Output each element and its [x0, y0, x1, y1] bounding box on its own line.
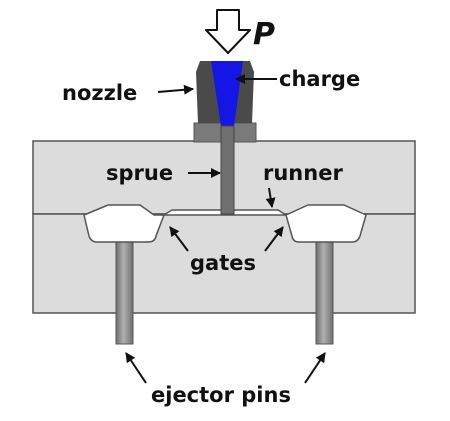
cavity-left [83, 204, 166, 243]
nozzle-leader-arrow [157, 84, 194, 95]
charge-label: charge [279, 67, 360, 91]
gates-right-leader-arrow [264, 226, 284, 252]
ejector-pin-right [315, 236, 334, 345]
runner-label: runner [263, 161, 343, 185]
sprue-channel [220, 125, 235, 215]
ejector-pins-label: ejector pins [151, 383, 291, 407]
gates-label: gates [190, 251, 256, 275]
force-label: P [253, 17, 275, 52]
nozzle-label: nozzle [62, 81, 137, 105]
ejector-pin-left [115, 236, 134, 345]
cavity-right [285, 204, 367, 243]
sprue-label: sprue [106, 161, 173, 185]
ejector-pin-right-leader-arrow [304, 352, 326, 384]
ejector-pin-left-leader-arrow [125, 352, 147, 384]
runner-leader-arrow [265, 187, 276, 208]
gates-left-leader-arrow [169, 226, 189, 252]
force-arrow [205, 9, 251, 54]
